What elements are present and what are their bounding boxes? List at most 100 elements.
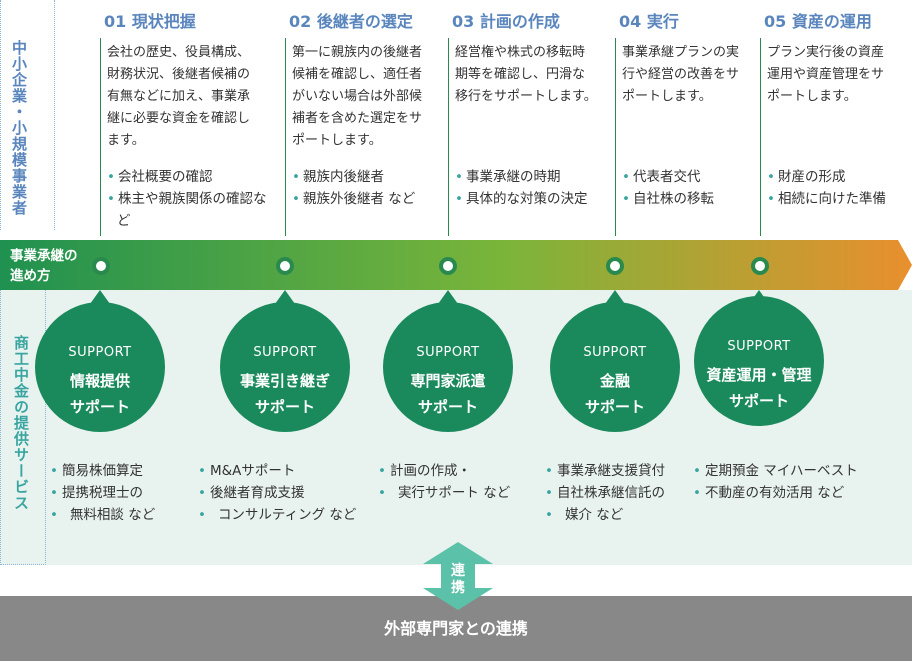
step-title: 04 実行 [619,12,679,31]
support-expert-bullets: 計画の作成・ •実行サポート など [378,460,510,504]
list-item: M&Aサポート [198,460,356,482]
desc-line: 会社の歴史、役員構成、 [107,45,251,60]
list-item-text: 無料相談 など [69,507,156,523]
list-item: 自社株の移転 [622,188,714,210]
pointer-arrow [605,290,625,304]
step-description: 第一に親族内の後継者 候補を確認し、適任者 がいない場合は外部候 補者を含めた選… [292,42,422,152]
list-item-continued: •媒介 など [545,504,665,526]
services-side-label-text: 商工中金の提供サービス [12,335,30,511]
list-item: 簡易株価算定 [50,460,155,482]
desc-line: 候補を確認し、適任者 [292,67,423,82]
desc-line: 経営権や株式の移転時 [455,45,586,60]
link-label-line: 連 [451,563,465,579]
link-double-arrow-icon [423,542,493,610]
step-bullets: 代表者交代 自社株の移転 [622,166,714,210]
pointer-arrow [90,290,110,304]
link-label: 連 携 [443,563,473,597]
list-item-text: コンサルティング など [217,507,357,523]
step-bullets: 財産の形成 相続に向けた準備 [767,166,886,210]
list-item: 親族内後継者 [292,166,415,188]
step-marker-03 [439,257,457,275]
support-title: 資産運用・管理 [706,366,812,384]
list-item-text: 実行サポート など [397,485,511,501]
step-marker-04 [606,257,624,275]
desc-line: 期等を確認し、円滑な [455,67,586,82]
support-subtitle: サポート [417,398,478,416]
process-label-line: 事業承継の [10,248,78,264]
support-asset-bullets: 定期預金 マイハーベスト 不動産の有効活用 など [693,460,858,504]
desc-line: 移行をサポートします。 [455,89,597,104]
services-side-label: 商工中金の提供サービス [10,335,32,511]
list-item-continued: •実行サポート など [378,482,510,504]
support-subtitle: サポート [584,398,645,416]
step-divider [615,38,616,236]
process-label-line: 進め方 [10,268,51,284]
desc-line: 運用や資産管理をサ [767,67,885,82]
desc-line: がいない場合は外部候 [292,89,423,104]
link-label-line: 携 [451,580,465,596]
list-item: 計画の作成・ [378,460,510,482]
step-04: 04 実行 事業承継プランの実 行や経営の改善をサ ポートします。 代表者交代 … [615,0,760,236]
support-title: 専門家派遣 [410,372,486,390]
step-marker-02 [276,257,294,275]
step-divider [285,38,286,236]
list-item-continued: •コンサルティング など [198,504,356,526]
step-marker-01 [92,257,110,275]
list-item: 具体的な対策の決定 [455,188,588,210]
step-title: 05 資産の運用 [764,12,872,31]
list-item: 株主や親族関係の確認など [107,188,279,232]
list-item: 事業承継支援貸付 [545,460,665,482]
desc-line: ポートします。 [767,89,857,104]
pointer-arrow [438,290,458,304]
step-02: 02 後継者の選定 第一に親族内の後継者 候補を確認し、適任者 がいない場合は外… [285,0,445,236]
step-03: 03 計画の作成 経営権や株式の移転時 期等を確認し、円滑な 移行をサポートしま… [448,0,613,236]
support-title: 金融 [599,372,630,390]
lower-side-frame [0,290,46,565]
list-item: 提携税理士の [50,482,155,504]
list-item: 相続に向けた準備 [767,188,886,210]
support-subtitle: サポート [254,398,315,416]
step-bullets: 事業承継の時期 具体的な対策の決定 [455,166,588,210]
process-label: 事業承継の 進め方 [10,246,78,286]
support-circle: SUPPORT 金融 サポート [550,302,680,432]
support-circle: SUPPORT 情報提供 サポート [35,302,165,432]
support-circle: SUPPORT 資産運用・管理 サポート [694,296,824,426]
support-en-label: SUPPORT [68,345,132,360]
step-description: 経営権や株式の移転時 期等を確認し、円滑な 移行をサポートします。 [455,42,597,108]
list-item: 会社概要の確認 [107,166,279,188]
sme-side-label: 中小企業・小規模事業者 [8,40,30,216]
pointer-arrow [275,290,295,304]
support-title: 情報提供 [69,372,130,390]
support-info-bullets: 簡易株価算定 提携税理士の •無料相談 など [50,460,155,526]
sme-side-label-text: 中小企業・小規模事業者 [10,40,28,216]
list-item: 親族外後継者 など [292,188,415,210]
desc-line: 継に必要な資金を確認し [107,111,251,126]
step-divider [448,38,449,236]
support-en-label: SUPPORT [727,339,791,354]
external-experts-label: 外部専門家との連携 [384,619,528,638]
desc-line: ポートします。 [292,133,382,148]
desc-line: 行や経営の改善をサ [622,67,740,82]
support-subtitle: サポート [728,392,789,410]
support-en-label: SUPPORT [583,345,647,360]
step-divider [100,38,101,236]
support-en-label: SUPPORT [253,345,317,360]
list-item: 事業承継の時期 [455,166,587,188]
list-item: 不動産の有効活用 など [693,482,858,504]
step-description: 事業承継プランの実 行や経営の改善をサ ポートします。 [622,42,739,108]
desc-line: ポートします。 [622,89,712,104]
desc-line: 有無などに加え、事業承 [107,89,251,104]
step-description: プラン実行後の資産 運用や資産管理をサ ポートします。 [767,42,884,108]
list-item-text: 媒介 など [564,507,624,523]
support-en-label: SUPPORT [416,345,480,360]
double-arrow-shape [423,542,493,610]
step-title: 01 現状把握 [104,12,196,31]
step-01: 01 現状把握 会社の歴史、役員構成、 財務状況、後継者候補の 有無などに加え、… [100,0,280,236]
step-marker-05 [751,257,769,275]
step-bullets: 会社概要の確認 株主や親族関係の確認など [107,166,279,232]
step-description: 会社の歴史、役員構成、 財務状況、後継者候補の 有無などに加え、事業承 継に必要… [107,42,250,152]
desc-line: 財務状況、後継者候補の [107,67,251,82]
top-side-frame [0,0,55,230]
step-title: 03 計画の作成 [452,12,560,31]
support-finance-bullets: 事業承継支援貸付 自社株承継信託の •媒介 など [545,460,665,526]
